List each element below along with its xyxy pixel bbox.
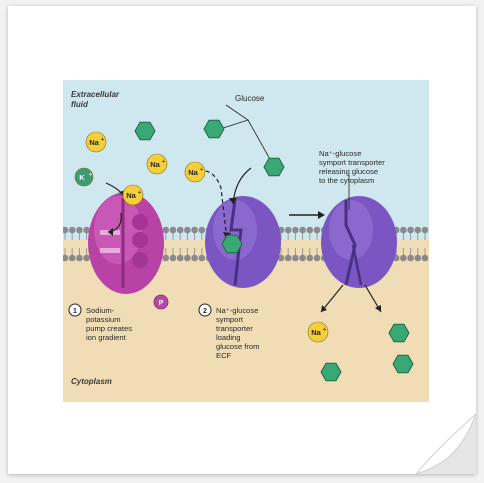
releasing-label-line4: to the cytoplasm <box>319 176 374 185</box>
sodium-ion-released-symbol: Na <box>311 328 321 337</box>
glucose-hexagon <box>320 362 342 382</box>
glucose-hexagon <box>392 354 414 374</box>
cytoplasm-label: Cytoplasm <box>71 377 112 386</box>
releasing-label: Na⁺-glucose symport transporter releasin… <box>319 149 385 185</box>
potassium-ion-symbol: K <box>79 173 85 182</box>
sodium-ion: Na+ <box>146 153 168 175</box>
sodium-ion-charge: + <box>200 167 203 173</box>
page-curl <box>416 414 476 474</box>
potassium-ion: K+ <box>74 167 94 187</box>
glucose-hexagon <box>203 119 225 139</box>
phosphate-group: P <box>153 294 169 310</box>
releasing-label-line3: releasing glucose <box>319 167 378 176</box>
sodium-potassium-pump <box>88 192 164 294</box>
step-2-line1: Na⁺-glucose <box>216 306 258 315</box>
sodium-ion-released-charge: + <box>323 327 326 333</box>
step-2-line6: ECF <box>216 351 232 360</box>
glucose-hexagon <box>388 323 410 343</box>
symporter-loading <box>205 196 281 288</box>
sodium-entry-dashed-arrow <box>191 169 228 241</box>
glucose-hexagon <box>221 234 243 254</box>
sodium-ion-bound-symbol: Na <box>126 191 136 200</box>
step-2-line5: glucose from <box>216 342 259 351</box>
step-1-line2: potassium <box>86 315 121 324</box>
step-2-line2: symport <box>216 315 244 324</box>
sodium-release-arrow <box>320 284 344 313</box>
extracellular-label-line2: fluid <box>71 100 89 109</box>
step-1-label: 1 Sodium- potassium pump creates ion gra… <box>68 303 132 342</box>
step-2-line4: loading <box>216 333 241 342</box>
releasing-label-line1: Na⁺-glucose <box>319 149 361 158</box>
symport-diagram: Extracellular fluid Cytoplasm P <box>63 80 429 402</box>
glucose-molecules <box>134 119 414 382</box>
glucose-label: Glucose <box>235 94 265 103</box>
sodium-ion-released: Na+ <box>307 321 329 343</box>
sodium-ion-symbol: Na <box>150 160 160 169</box>
phosphate-label: P <box>159 300 164 307</box>
potassium-ion-charge: + <box>89 172 92 178</box>
sodium-ion-bound: Na+ <box>122 184 144 206</box>
step-1-line4: ion gradient <box>86 333 127 342</box>
step-2-line3: transporter <box>216 324 253 333</box>
sodium-ion-charge: + <box>101 137 104 143</box>
step-2-label: 2 Na⁺-glucose symport transporter loadin… <box>198 303 259 360</box>
sodium-ion: Na+ <box>184 161 206 183</box>
step-2-number: 2 <box>203 308 207 315</box>
sodium-ion-symbol: Na <box>89 138 99 147</box>
glucose-hexagon <box>263 157 285 177</box>
ions: Na+Na+Na+Na+Na+K+ <box>74 131 329 343</box>
releasing-label-line2: symport transporter <box>319 158 385 167</box>
sodium-ion-bound-charge: + <box>138 190 141 196</box>
sodium-ion: Na+ <box>85 131 107 153</box>
step-1-line3: pump creates <box>86 324 132 333</box>
sodium-ion-symbol: Na <box>188 168 198 177</box>
symporter-releasing <box>321 196 397 288</box>
step-1-line1: Sodium- <box>86 306 115 315</box>
extracellular-label-line1: Extracellular <box>71 90 120 99</box>
step-1-number: 1 <box>73 308 77 315</box>
glucose-hexagon <box>134 121 156 141</box>
sodium-ion-charge: + <box>162 159 165 165</box>
